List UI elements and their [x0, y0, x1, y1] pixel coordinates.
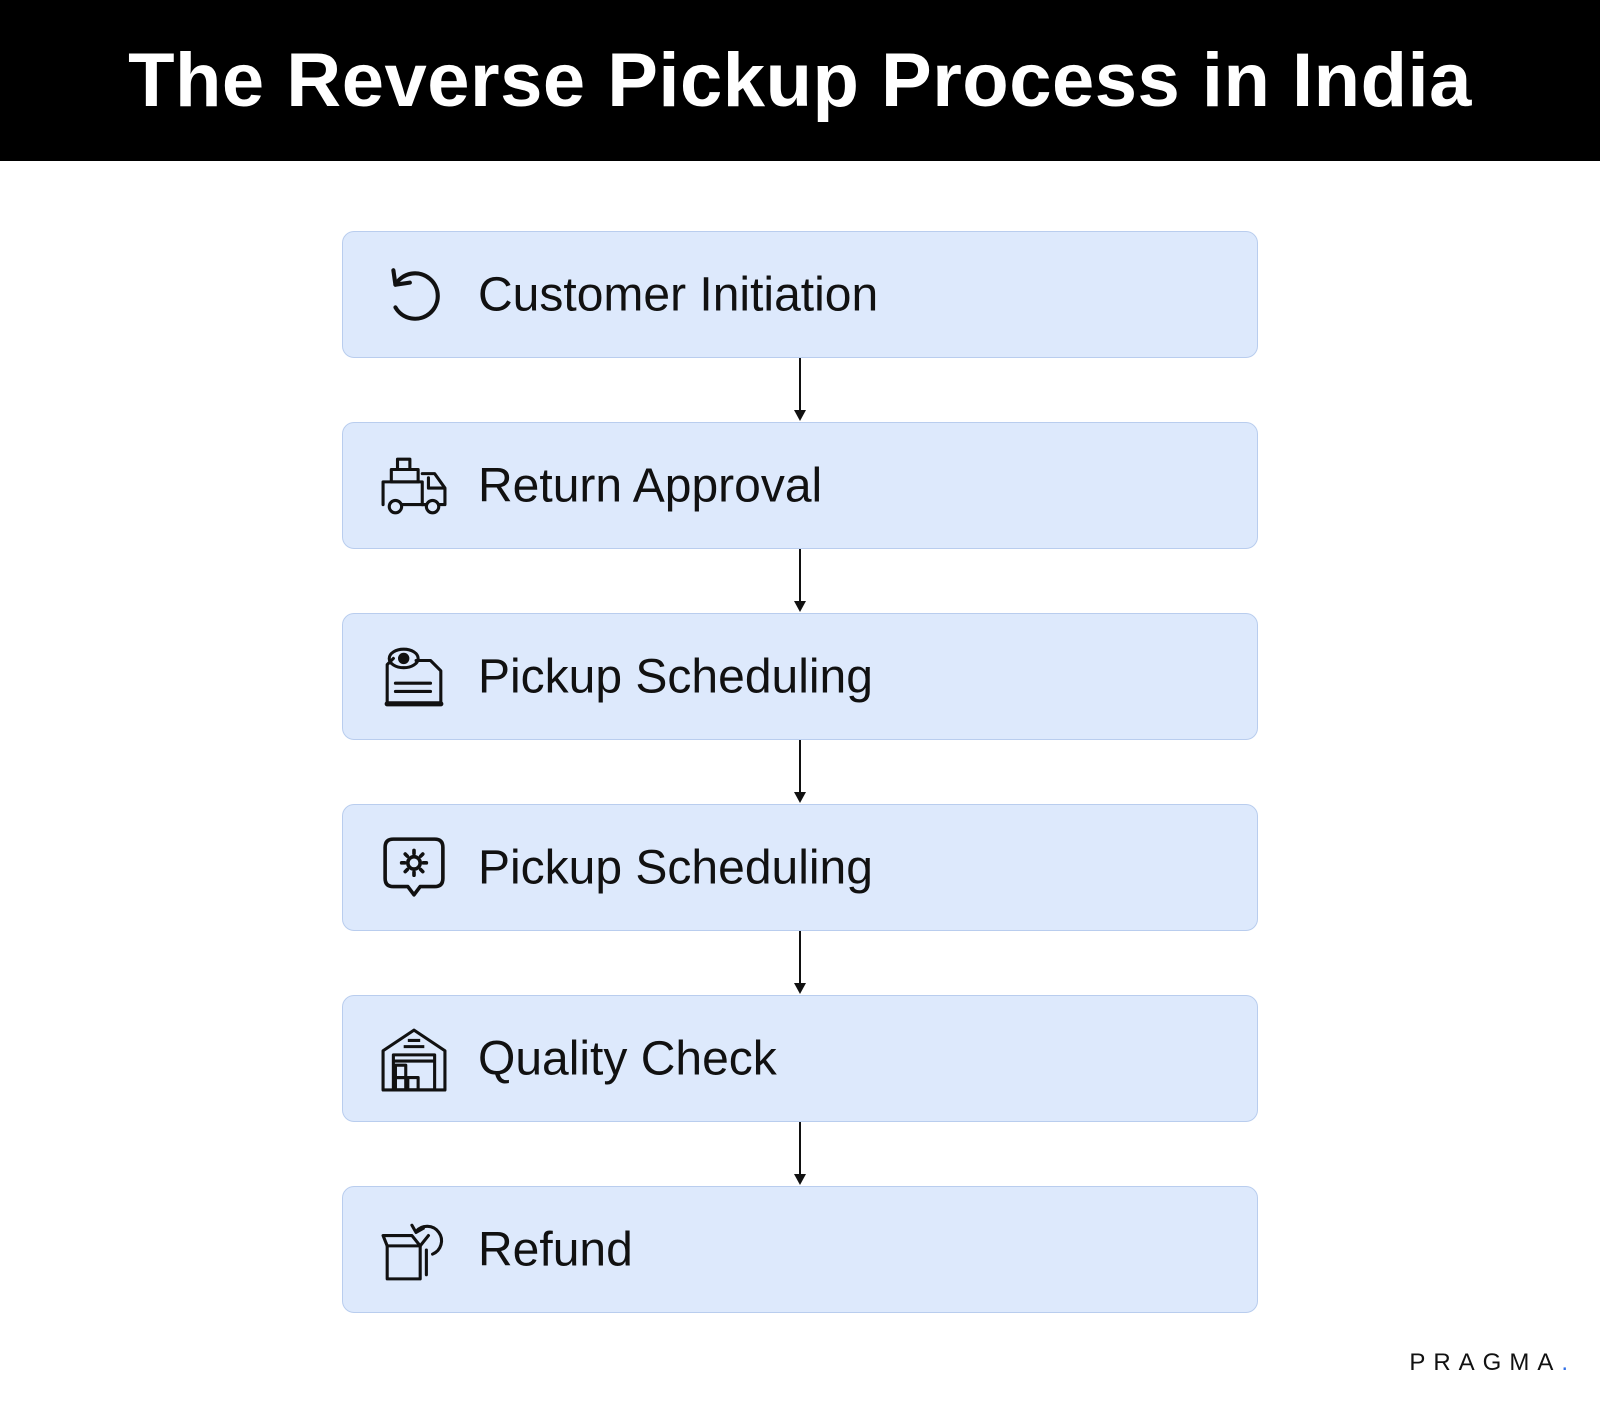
step-label: Return Approval — [478, 459, 823, 512]
step-quality-check: Quality Check — [342, 995, 1258, 1122]
step-return-approval: Return Approval — [342, 422, 1258, 549]
brand-logo: PRAGMA. — [1409, 1349, 1568, 1377]
tracking-document-icon — [381, 644, 447, 710]
step-pickup-scheduling-2: Pickup Scheduling — [342, 804, 1258, 931]
step-customer-initiation: Customer Initiation — [342, 231, 1258, 358]
settings-chat-icon — [381, 835, 447, 901]
flow-arrow — [793, 740, 807, 804]
step-label: Quality Check — [478, 1032, 777, 1085]
flow-arrow — [793, 931, 807, 995]
step-pickup-scheduling: Pickup Scheduling — [342, 613, 1258, 740]
header-banner: The Reverse Pickup Process in India — [0, 0, 1600, 161]
step-label: Pickup Scheduling — [478, 841, 873, 894]
warehouse-icon — [381, 1026, 447, 1092]
delivery-truck-icon — [381, 453, 447, 519]
page-title: The Reverse Pickup Process in India — [128, 37, 1472, 123]
return-box-icon — [381, 1217, 447, 1283]
brand-dot: . — [1561, 1349, 1568, 1376]
brand-name: PRAGMA — [1409, 1349, 1562, 1376]
step-label: Pickup Scheduling — [478, 650, 873, 703]
flow-arrow — [793, 549, 807, 613]
step-refund: Refund — [342, 1186, 1258, 1313]
flow-arrow — [793, 1122, 807, 1186]
rotate-ccw-icon — [381, 262, 447, 328]
step-label: Customer Initiation — [478, 268, 879, 321]
step-label: Refund — [478, 1223, 633, 1276]
flow-arrow — [793, 358, 807, 422]
